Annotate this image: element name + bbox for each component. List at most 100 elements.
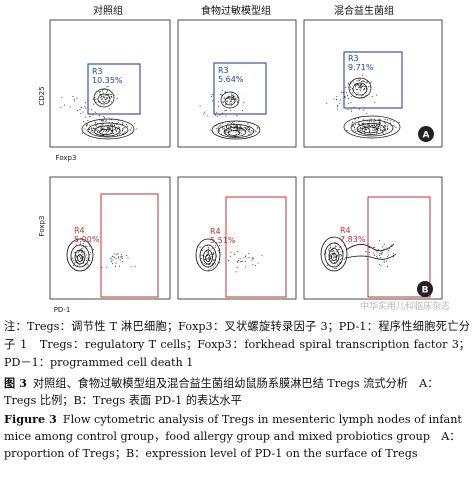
- event-dot: [333, 254, 335, 256]
- event-dot: [240, 125, 242, 127]
- event-dot: [92, 114, 94, 116]
- event-dot: [350, 101, 352, 103]
- event-dot: [236, 251, 238, 253]
- event-dot: [102, 89, 104, 91]
- gate-r4-control: [100, 193, 159, 298]
- event-dot: [99, 91, 101, 93]
- event-dot: [346, 95, 348, 97]
- event-dot: [392, 253, 394, 255]
- event-dot: [108, 128, 110, 130]
- event-dot: [339, 246, 341, 248]
- event-dot: [216, 115, 218, 117]
- event-dot: [382, 127, 385, 129]
- panel-a-plot-2: [177, 19, 297, 148]
- event-dot: [77, 252, 79, 254]
- event-dot: [342, 251, 345, 253]
- event-dot: [354, 83, 356, 85]
- event-dot: [228, 129, 230, 131]
- event-dot: [86, 245, 88, 247]
- event-dot: [105, 95, 107, 97]
- event-dot: [107, 97, 109, 99]
- event-dot: [365, 94, 367, 97]
- event-dot: [85, 254, 87, 256]
- event-dot: [230, 125, 233, 127]
- event-dot: [354, 86, 356, 88]
- event-dot: [335, 99, 338, 101]
- event-dot: [230, 123, 233, 125]
- event-dot: [377, 126, 379, 128]
- event-dot: [96, 122, 98, 124]
- event-dot: [340, 91, 342, 93]
- panel-a-letter-badge: [418, 126, 434, 142]
- event-dot: [247, 129, 249, 131]
- event-dot: [85, 125, 88, 127]
- event-dot: [100, 126, 102, 128]
- event-dot: [251, 129, 253, 131]
- event-dot: [376, 124, 378, 126]
- event-dot: [209, 129, 212, 131]
- event-dot: [348, 102, 350, 105]
- event-dot: [349, 88, 352, 91]
- event-dot: [236, 261, 238, 263]
- event-dot: [237, 129, 239, 131]
- event-dot: [101, 98, 103, 100]
- event-dot: [333, 251, 335, 253]
- event-dot: [350, 111, 352, 113]
- event-dot: [235, 131, 237, 133]
- event-dot: [124, 131, 126, 133]
- event-dot: [327, 264, 329, 266]
- panel-a-contours-3: [343, 77, 401, 139]
- event-dot: [223, 127, 225, 129]
- event-dot: [359, 85, 361, 87]
- panel-b-x-label: PD-1: [54, 306, 71, 314]
- event-dot: [387, 119, 389, 121]
- event-dot: [130, 129, 132, 131]
- event-dot: [384, 119, 386, 121]
- event-dot: [118, 126, 120, 128]
- column-title-allergy: 食物过敏模型组: [201, 4, 271, 17]
- event-dot: [235, 129, 237, 131]
- event-dot: [100, 128, 102, 130]
- event-dot: [358, 130, 361, 132]
- event-dot: [229, 125, 231, 127]
- event-dot: [334, 261, 336, 264]
- gate-value-a-2: 5.64%: [218, 75, 244, 84]
- event-dot: [369, 128, 371, 130]
- event-dot: [354, 118, 356, 120]
- event-dot: [347, 109, 349, 111]
- event-dot: [220, 133, 222, 135]
- event-dot: [80, 257, 82, 259]
- event-dot: [242, 257, 245, 259]
- event-dot: [363, 119, 365, 121]
- event-dot: [351, 92, 353, 94]
- event-dot: [329, 254, 331, 256]
- event-dot: [110, 101, 113, 103]
- event-dot: [107, 85, 109, 87]
- panel-b-plot-2: [177, 176, 297, 300]
- event-dot: [99, 92, 101, 94]
- event-dot: [228, 131, 230, 134]
- event-dot: [382, 246, 384, 248]
- event-dot: [219, 129, 221, 131]
- event-dot: [90, 251, 92, 254]
- event-dot: [357, 123, 360, 125]
- event-dot: [329, 247, 331, 249]
- event-dot: [110, 93, 112, 95]
- event-dot: [345, 92, 348, 94]
- event-dot: [103, 96, 105, 98]
- event-dot: [233, 121, 235, 123]
- event-dot: [376, 251, 378, 253]
- event-dot: [107, 100, 109, 102]
- event-dot: [115, 129, 117, 131]
- event-dot: [371, 125, 373, 127]
- event-dot: [111, 125, 113, 127]
- event-dot: [236, 266, 238, 268]
- event-dot: [226, 129, 228, 131]
- event-dot: [244, 260, 246, 263]
- gate-r3-probiotics: [343, 51, 403, 109]
- event-dot: [370, 121, 372, 123]
- event-dot: [99, 100, 101, 102]
- event-dot: [238, 260, 240, 262]
- event-dot: [69, 106, 71, 108]
- event-dot: [80, 254, 82, 256]
